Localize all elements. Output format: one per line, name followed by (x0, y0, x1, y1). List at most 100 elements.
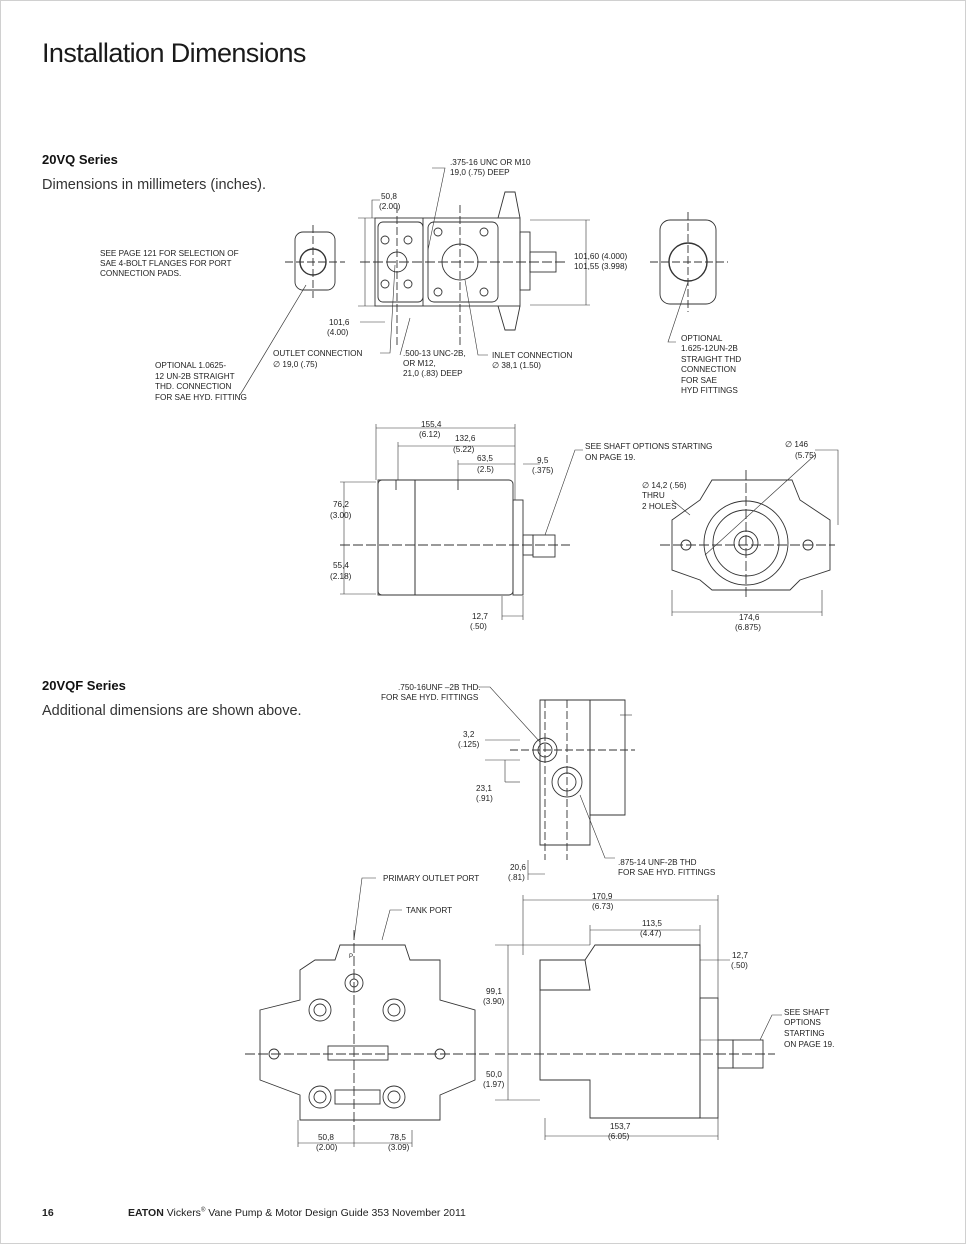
dim-50-8b: 50,8 (318, 1133, 334, 1142)
inlet-connection: INLET CONNECTION (492, 351, 572, 360)
dim-12-7b: 12,7 (732, 951, 748, 960)
page-footer: EATON Vickers® Vane Pump & Motor Design … (128, 1207, 466, 1219)
20vqf-side-port-view (478, 686, 635, 880)
optional-right-1: OPTIONAL (681, 334, 723, 343)
left-port-pad (294, 231, 336, 291)
dim-132-6: 132,6 (455, 434, 476, 443)
shaft-note-4: ON PAGE 19. (784, 1040, 834, 1049)
dim-63-5-in: (2.5) (477, 465, 494, 474)
dim-20-6-in: (.81) (508, 873, 525, 882)
thru-label: THRU (642, 491, 665, 500)
dim-76-2-in: (3.00) (330, 511, 352, 520)
drawing-labels: .375-16 UNC OR M10 19,0 (.75) DEEP 50,8 … (100, 158, 834, 1152)
dim-9-5-in: (.375) (532, 466, 554, 475)
dim-12-7: 12,7 (472, 612, 488, 621)
20vqf-side-view (495, 895, 782, 1140)
dim-155-4-in: (6.12) (419, 430, 441, 439)
vqf-body-side (539, 944, 701, 1119)
footer-guide-post: Vane Pump & Motor Design Guide (208, 1207, 369, 1219)
vqf-front-outline (259, 944, 476, 1121)
unf-750-note: .750-16UNF –2B THD. (398, 683, 481, 692)
20vqf-front-view (245, 877, 490, 1147)
dim-12-7b-in: (.50) (731, 961, 748, 970)
shaft-options-1: SEE SHAFT OPTIONS STARTING (585, 442, 712, 451)
unf-875-note: .875-14 UNF-2B THD (618, 858, 697, 867)
dim-50-8: 50,8 (381, 192, 397, 201)
dim-78-5-in: (3.09) (388, 1143, 410, 1152)
vqf-side-outline (539, 699, 591, 846)
see-page-note-3: CONNECTION PADS. (100, 269, 181, 278)
outlet-connection: OUTLET CONNECTION (273, 349, 363, 358)
bolt-note-2: 19,0 (.75) DEEP (450, 168, 510, 177)
dim-101-6-in: (4.00) (327, 328, 349, 337)
shaft-note-2: OPTIONS (784, 1018, 821, 1027)
dim-101-55: 101,55 (3.998) (574, 262, 628, 271)
shaft-options-2: ON PAGE 19. (585, 453, 635, 462)
page-number: 16 (42, 1207, 54, 1219)
20vq-side-view (340, 424, 583, 620)
section-heading-20vq: 20VQ Series (42, 152, 118, 167)
footer-guide-pre: Vickers (166, 1207, 201, 1219)
footer-date: November 2011 (391, 1207, 466, 1219)
dim-99-1: 99,1 (486, 987, 502, 996)
dim-3-2-in: (.125) (458, 740, 480, 749)
port-p-label: P (349, 954, 353, 960)
dim-113-5-in: (4.47) (640, 929, 662, 938)
optional-right-2: 1.625-12UN-2B (681, 344, 738, 353)
dim-146-in: (5.75) (795, 451, 817, 460)
dim-23-1: 23,1 (476, 784, 492, 793)
section-note-20vq: Dimensions in millimeters (inches). (42, 177, 266, 193)
primary-outlet-port: PRIMARY OUTLET PORT (383, 874, 479, 883)
dim-14-2: ∅ 14,2 (.56) (642, 481, 687, 490)
dim-78-5: 78,5 (390, 1133, 406, 1142)
optional-right-3: STRAIGHT THD (681, 355, 741, 364)
dim-9-5: 9,5 (537, 456, 549, 465)
dim-99-1-in: (3.90) (483, 997, 505, 1006)
bolt-note: .375-16 UNC OR M10 (450, 158, 531, 167)
footer-doc-number: 353 (371, 1207, 390, 1219)
optional-left-4: FOR SAE HYD. FITTING (155, 393, 247, 402)
unf-875-note-2: FOR SAE HYD. FITTINGS (618, 868, 716, 877)
unc-500-note-3: 21,0 (.83) DEEP (403, 369, 463, 378)
dim-101-60: 101,60 (4.000) (574, 252, 628, 261)
20vq-top-view (239, 167, 728, 396)
dim-113-5: 113,5 (642, 919, 662, 928)
shaft-note-3: STARTING (784, 1029, 825, 1038)
20vq-front-view (660, 449, 839, 616)
dim-174-6-in: (6.875) (735, 623, 761, 632)
unc-500-note: .500-13 UNC-2B, (403, 349, 466, 358)
inlet-diameter: ∅ 38,1 (1.50) (492, 361, 541, 370)
dim-63-5: 63,5 (477, 454, 493, 463)
pump-body-side (377, 479, 514, 596)
dim-170-9: 170,9 (592, 892, 613, 901)
unf-750-note-2: FOR SAE HYD. FITTINGS (381, 693, 479, 702)
optional-left-3: THD. CONNECTION (155, 382, 232, 391)
dim-50-0-in: (1.97) (483, 1080, 505, 1089)
dim-3-2: 3,2 (463, 730, 475, 739)
see-page-note: SEE PAGE 121 FOR SELECTION OF (100, 249, 239, 258)
dim-153-7: 153,7 (610, 1122, 631, 1131)
dim-76-2: 76,2 (333, 500, 349, 509)
footer-brand: EATON (128, 1207, 164, 1219)
dim-50-0: 50,0 (486, 1070, 502, 1079)
dim-50-8-in: (2.00) (379, 202, 401, 211)
dim-50-8b-in: (2.00) (316, 1143, 338, 1152)
dim-174-6: 174,6 (739, 613, 760, 622)
dim-170-9-in: (6.73) (592, 902, 614, 911)
dim-146: ∅ 146 (785, 440, 809, 449)
section-heading-20vqf: 20VQF Series (42, 678, 126, 693)
unc-500-note-2: OR M12, (403, 359, 436, 368)
outlet-diameter: ∅ 19,0 (.75) (273, 360, 318, 369)
optional-right-6: HYD FITTINGS (681, 386, 738, 395)
pump-front-outline (671, 479, 831, 591)
footer-registered: ® (200, 1207, 206, 1214)
two-holes-label: 2 HOLES (642, 502, 677, 511)
dim-55-4-in: (2.18) (330, 572, 352, 581)
dim-55-4: 55,4 (333, 561, 349, 570)
dim-23-1-in: (.91) (476, 794, 493, 803)
dim-101-6: 101,6 (329, 318, 350, 327)
dim-155-4: 155,4 (421, 420, 442, 429)
optional-right-5: FOR SAE (681, 376, 717, 385)
optional-left-1: OPTIONAL 1.0625- (155, 361, 226, 370)
